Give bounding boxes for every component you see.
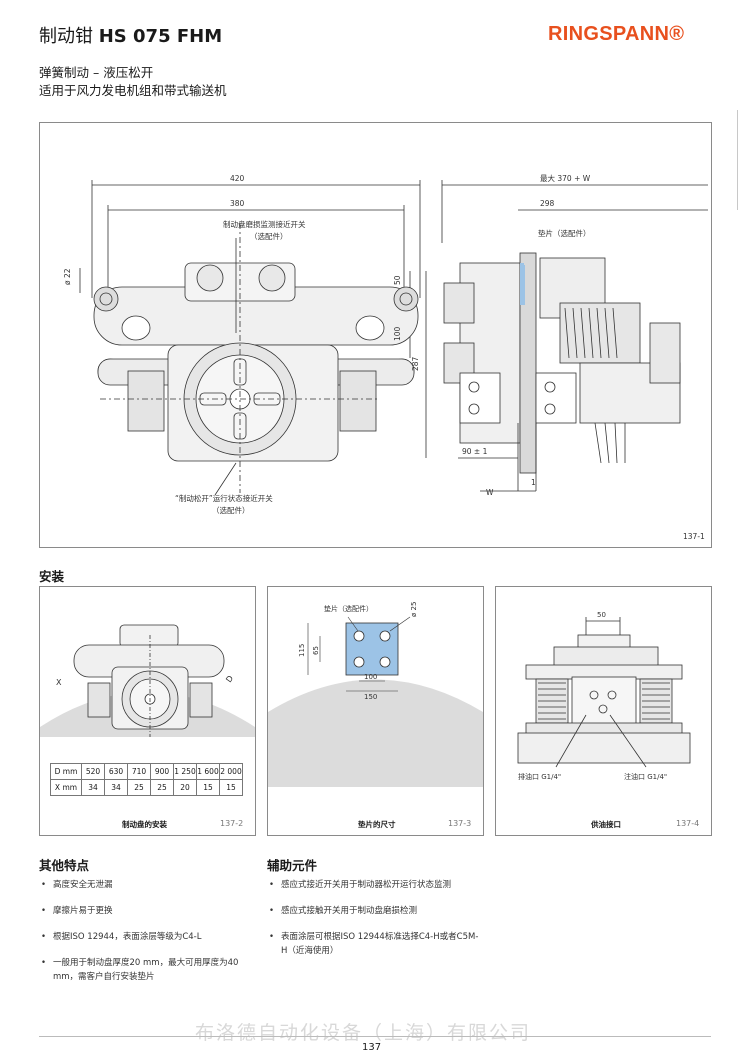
accessories-list: 感应式接近开关用于制动器松开运行状态监测 感应式接触开关用于制动盘磨损检测 表面… bbox=[267, 878, 482, 970]
install-heading: 安装 bbox=[39, 569, 65, 584]
table-header-x: X mm bbox=[50, 779, 82, 796]
table-cell: 20 bbox=[173, 779, 197, 796]
dim-max: 最大 370 + W bbox=[540, 173, 591, 183]
subtitle-2: 适用于风力发电机组和带式输送机 bbox=[39, 83, 227, 98]
list-item: 根据ISO 12944，表面涂层等级为C4-L bbox=[39, 930, 254, 944]
table-cell: 25 bbox=[127, 779, 151, 796]
side-rule bbox=[737, 110, 738, 210]
table-cell: 1 250 bbox=[173, 763, 197, 780]
table-cell: 710 bbox=[127, 763, 151, 780]
oil-ports-drawing: 50 排油口 G1/4" 注油口 G1/4" bbox=[517, 611, 691, 781]
shim-drawing: 垫片（选配件） ø 25 115 65 100 150 bbox=[268, 602, 483, 787]
table-cell: 34 bbox=[81, 779, 105, 796]
label-shim: 垫片（选配件） bbox=[538, 228, 591, 238]
table-cell: 900 bbox=[150, 763, 174, 780]
caption-1: 制动盘的安装 bbox=[122, 820, 167, 829]
list-item: 表面涂层可根据ISO 12944标准选择C4-H或者C5M-H（近海使用） bbox=[267, 930, 482, 958]
fig-no-1: 137-1 bbox=[683, 532, 705, 541]
list-item: 感应式接近开关用于制动器松开运行状态监测 bbox=[267, 878, 482, 892]
dim-w: W bbox=[486, 488, 494, 497]
caption-2: 垫片的尺寸 bbox=[358, 820, 396, 829]
fig-no-3: 137-3 bbox=[448, 819, 472, 828]
disc-install-drawing: X D bbox=[40, 624, 255, 737]
main-drawing: 420 380 ø 22 50 100 287 制动盘磨损监测接近开关 （选配件… bbox=[63, 173, 708, 541]
label-wear-switch: 制动盘磨损监测接近开关 bbox=[223, 219, 306, 229]
label-release-switch: “制动松开”运行状态接近开关 bbox=[175, 493, 273, 503]
table-header-d: D mm bbox=[50, 763, 82, 780]
panel-disc-install: X D D mm 520 630 710 900 1 250 1 600 2 0… bbox=[39, 586, 256, 836]
table-row-x: X mm 34 34 25 25 20 15 15 bbox=[50, 779, 243, 796]
list-item: 一般用于制动盘厚度20 mm，最大可用厚度为40 mm，需客户自行安装垫片 bbox=[39, 956, 254, 984]
disc-table: D mm 520 630 710 900 1 250 1 600 2 000 X… bbox=[50, 763, 243, 796]
dim-100: 100 bbox=[393, 326, 402, 341]
dim-65: 65 bbox=[312, 646, 320, 655]
table-cell: 630 bbox=[104, 763, 128, 780]
label-optional-2: （选配件） bbox=[212, 505, 250, 515]
label-fill: 注油口 G1/4" bbox=[624, 772, 667, 781]
dim-287: 287 bbox=[411, 356, 420, 371]
main-drawing-frame: 420 380 ø 22 50 100 287 制动盘磨损监测接近开关 （选配件… bbox=[39, 122, 712, 548]
dim-90: 90 ± 1 bbox=[462, 447, 488, 456]
label-shim-2: 垫片（选配件） bbox=[324, 604, 373, 613]
dim-115: 115 bbox=[298, 644, 306, 657]
label-x: X bbox=[56, 678, 62, 687]
table-cell: 520 bbox=[81, 763, 105, 780]
subtitle-1: 弹簧制动 – 液压松开 bbox=[39, 65, 154, 80]
accessories-heading: 辅助元件 bbox=[267, 858, 318, 873]
list-item: 高度安全无泄漏 bbox=[39, 878, 254, 892]
caption-3: 供油接口 bbox=[591, 820, 621, 829]
table-row-d: D mm 520 630 710 900 1 250 1 600 2 000 bbox=[50, 763, 243, 780]
dim-420: 420 bbox=[230, 174, 245, 183]
features-heading: 其他特点 bbox=[39, 858, 90, 873]
fig-no-4: 137-4 bbox=[676, 819, 700, 828]
label-drain: 排油口 G1/4" bbox=[518, 772, 561, 781]
list-item: 摩擦片易于更换 bbox=[39, 904, 254, 918]
panel-oil-ports: 50 排油口 G1/4" 注油口 G1/4" 供油接口 137-4 bbox=[495, 586, 712, 836]
fig-no-2: 137-2 bbox=[220, 819, 244, 828]
table-cell: 15 bbox=[219, 779, 243, 796]
dim-100-b: 100 bbox=[364, 673, 377, 681]
table-cell: 25 bbox=[150, 779, 174, 796]
features-list: 高度安全无泄漏 摩擦片易于更换 根据ISO 12944，表面涂层等级为C4-L … bbox=[39, 878, 254, 996]
brand-logo: RINGSPANN® bbox=[548, 23, 685, 45]
dim-150: 150 bbox=[364, 693, 377, 701]
table-cell: 1 600 bbox=[196, 763, 220, 780]
dim-50-b: 50 bbox=[597, 611, 606, 619]
watermark: 布洛德自动化设备（上海）有限公司 bbox=[195, 1022, 532, 1044]
page-title: 制动钳 HS 075 FHM bbox=[39, 26, 223, 47]
panel-shim-dims: 垫片（选配件） ø 25 115 65 100 150 垫片的尺寸 137-3 bbox=[267, 586, 484, 836]
page-number: 137 bbox=[362, 1042, 382, 1053]
label-optional-1: （选配件） bbox=[250, 231, 288, 241]
dim-25: ø 25 bbox=[410, 602, 418, 617]
table-cell: 15 bbox=[196, 779, 220, 796]
footer-rule bbox=[39, 1036, 711, 1037]
label-d: D bbox=[224, 674, 235, 684]
list-item: 感应式接触开关用于制动盘磨损检测 bbox=[267, 904, 482, 918]
dim-50: 50 bbox=[393, 275, 402, 285]
dim-380: 380 bbox=[230, 199, 245, 208]
dim-22: ø 22 bbox=[63, 268, 72, 285]
dim-298: 298 bbox=[540, 199, 555, 208]
table-cell: 34 bbox=[104, 779, 128, 796]
dim-1: 1 bbox=[531, 478, 536, 487]
table-cell: 2 000 bbox=[219, 763, 243, 780]
